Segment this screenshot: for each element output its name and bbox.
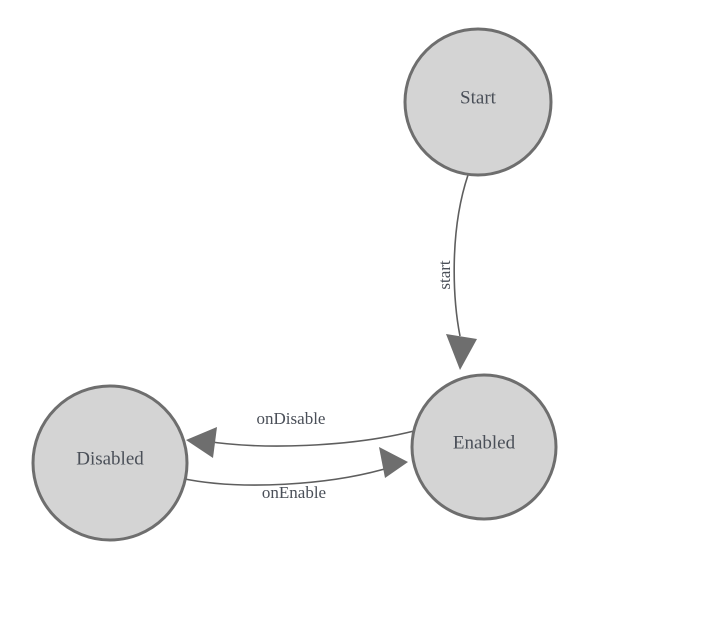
edge-label-onenable: onEnable xyxy=(262,483,326,502)
edge-enabled-to-disabled-arrowhead xyxy=(186,427,217,458)
node-start[interactable]: Start xyxy=(403,27,553,177)
edge-disabled-to-enabled-arrowhead xyxy=(379,447,408,478)
edge-disabled-to-enabled-line xyxy=(179,467,389,486)
node-disabled-circle xyxy=(31,384,189,542)
edge-enabled-to-disabled[interactable]: onDisable xyxy=(186,409,415,458)
edge-label-start: start xyxy=(435,260,454,290)
edge-label-ondisable: onDisable xyxy=(257,409,326,428)
node-enabled[interactable]: Enabled xyxy=(410,373,558,521)
edge-disabled-to-enabled[interactable]: onEnable xyxy=(179,447,408,502)
node-enabled-circle xyxy=(410,373,558,521)
edge-enabled-to-disabled-line xyxy=(204,430,415,447)
node-enabled-label: Enabled xyxy=(453,432,516,453)
node-start-circle xyxy=(403,27,553,177)
edge-start-to-enabled-arrowhead xyxy=(446,334,477,370)
node-start-label: Start xyxy=(460,87,497,108)
edge-start-to-enabled[interactable]: start xyxy=(435,174,477,370)
edge-start-to-enabled-line xyxy=(453,174,469,337)
node-disabled-label: Disabled xyxy=(76,448,144,469)
node-disabled[interactable]: Disabled xyxy=(31,384,189,542)
